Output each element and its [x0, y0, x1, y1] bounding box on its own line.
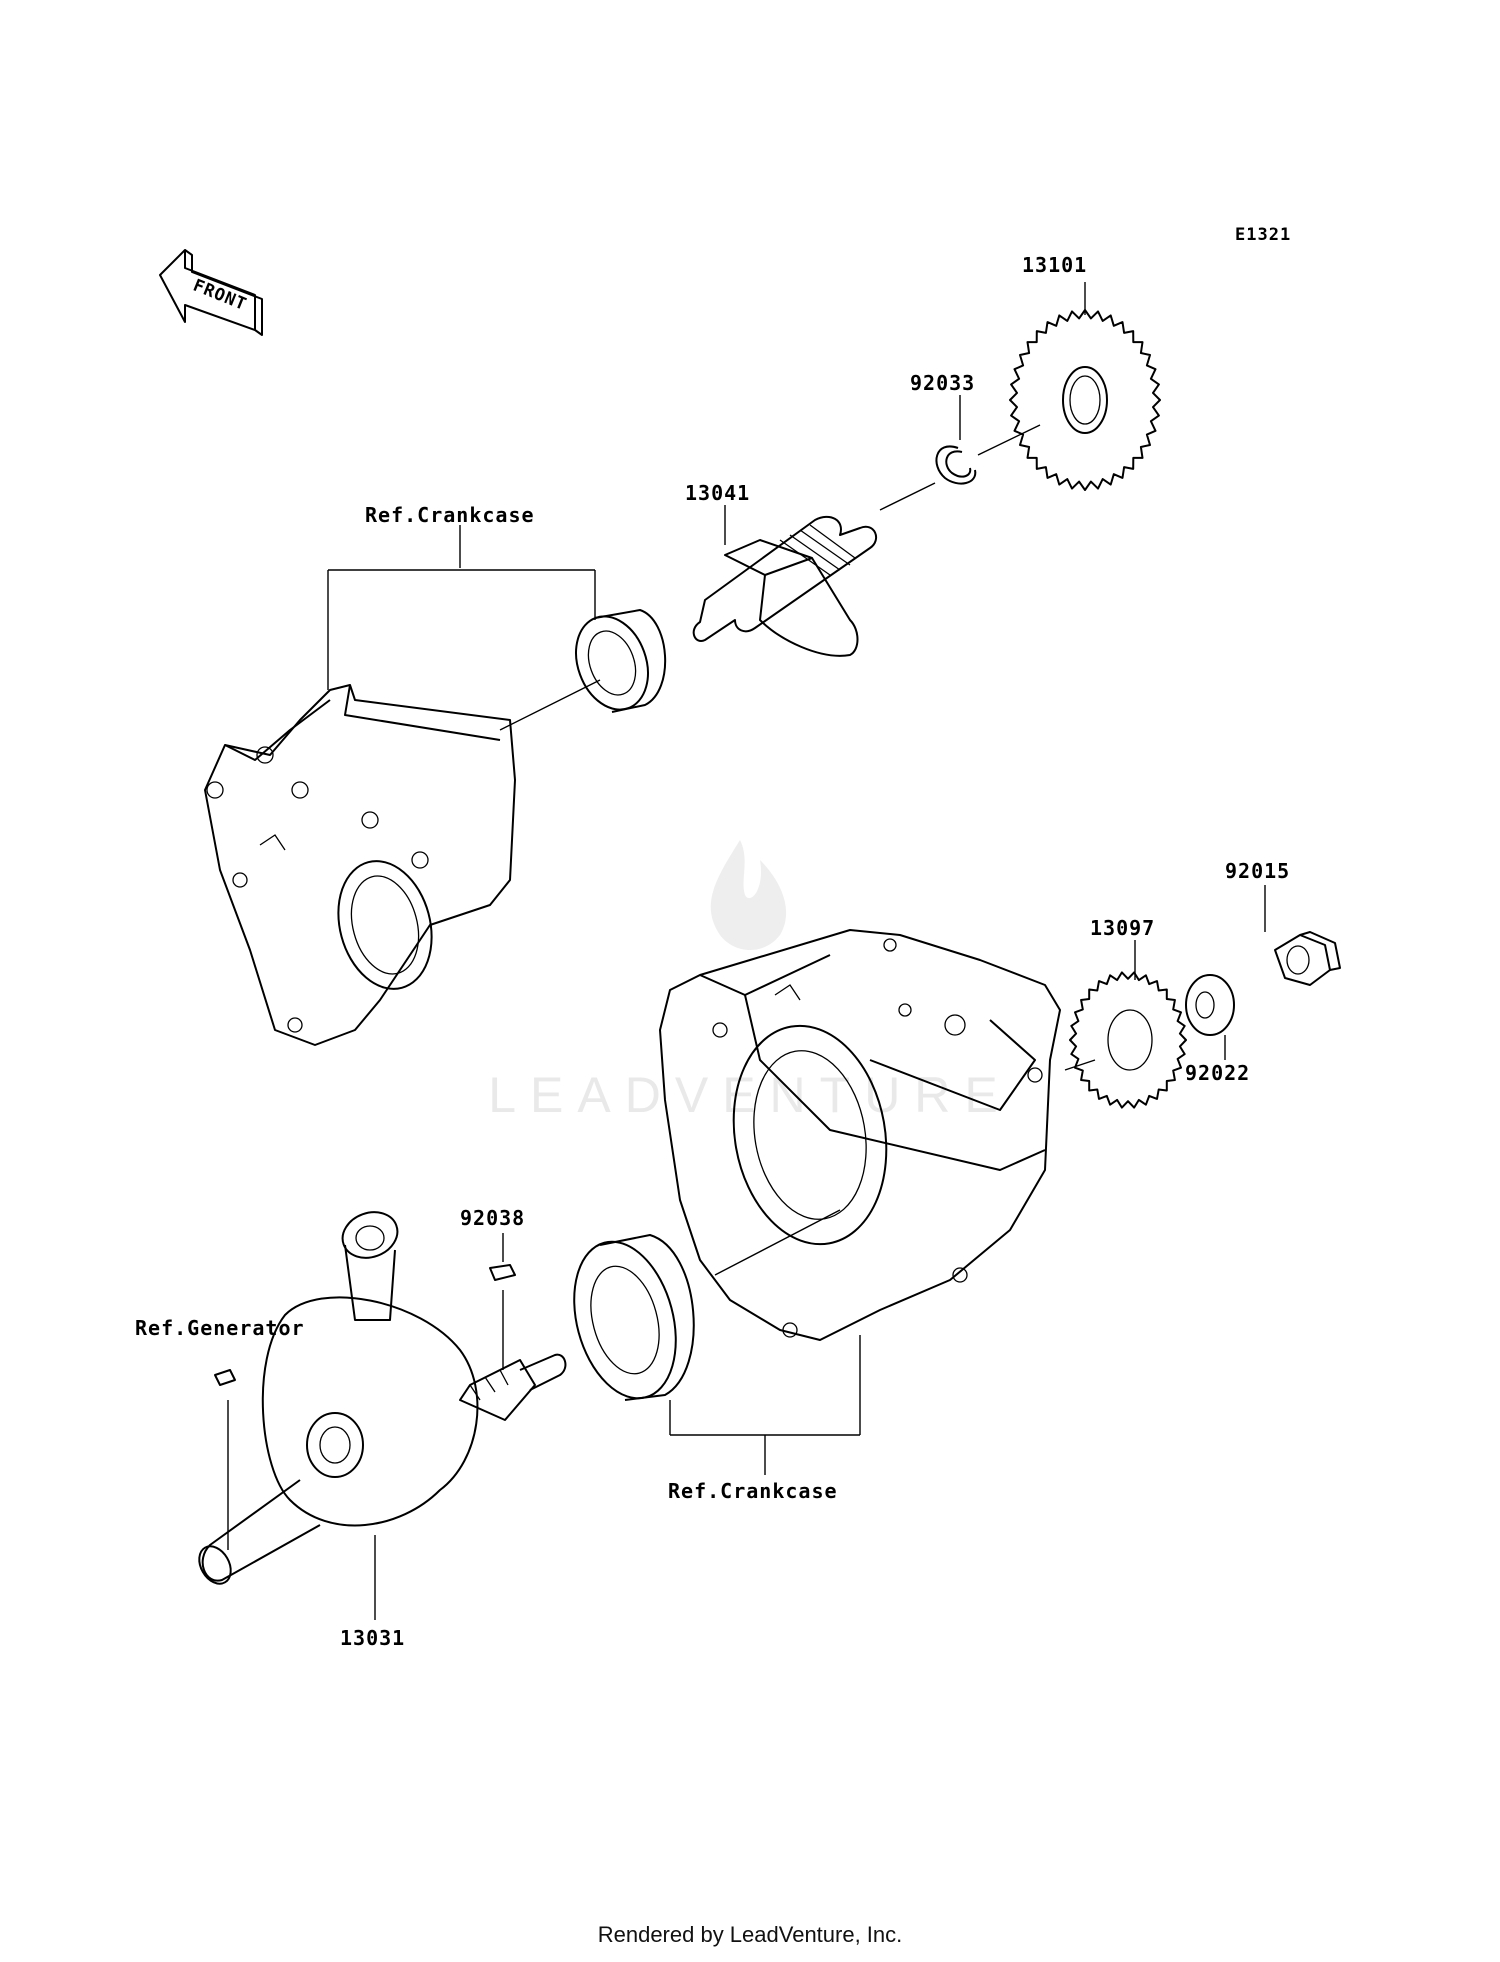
part-92022-washer[interactable] [1185, 974, 1235, 1060]
part-number-13097[interactable]: 13097 [1090, 916, 1155, 940]
upper-bearing [575, 609, 666, 713]
part-92033-circlip[interactable] [879, 395, 1041, 511]
part-13031-crankshaft[interactable] [193, 1205, 567, 1620]
part-number-13101[interactable]: 13101 [1022, 253, 1087, 277]
part-13101-gear[interactable] [1009, 282, 1161, 491]
part-number-13031[interactable]: 13031 [340, 1626, 405, 1650]
watermark-text: LEADVENTURE [488, 1067, 1012, 1123]
ref-crankcase-upper: Ref.Crankcase [365, 503, 535, 527]
ref-crankcase-upper-bracket [327, 525, 601, 731]
part-number-92022[interactable]: 92022 [1185, 1061, 1250, 1085]
diagram-code: E1321 [1235, 225, 1291, 245]
part-13097-gear[interactable] [1064, 940, 1187, 1109]
generator-key-ref [214, 1369, 236, 1550]
part-number-92015[interactable]: 92015 [1225, 859, 1290, 883]
ref-generator: Ref.Generator [135, 1316, 305, 1340]
part-92015-nut[interactable] [1264, 885, 1341, 986]
footer-credit: Rendered by LeadVenture, Inc. [597, 1922, 903, 1947]
part-number-92038[interactable]: 92038 [460, 1206, 525, 1230]
part-number-92033[interactable]: 92033 [910, 371, 975, 395]
lower-bearing [573, 1234, 695, 1401]
crankcase-lower-half [659, 929, 1061, 1341]
ref-crankcase-lower: Ref.Crankcase [668, 1479, 838, 1503]
watermark: LEADVENTURE [488, 840, 1012, 1123]
crankcase-upper-half [204, 684, 516, 1046]
part-13041-balancer-shaft[interactable] [692, 505, 878, 657]
part-number-13041[interactable]: 13041 [685, 481, 750, 505]
part-92038-key[interactable] [489, 1233, 516, 1370]
front-arrow-icon: FRONT [159, 249, 263, 336]
ref-crankcase-lower-bracket [669, 1209, 861, 1475]
